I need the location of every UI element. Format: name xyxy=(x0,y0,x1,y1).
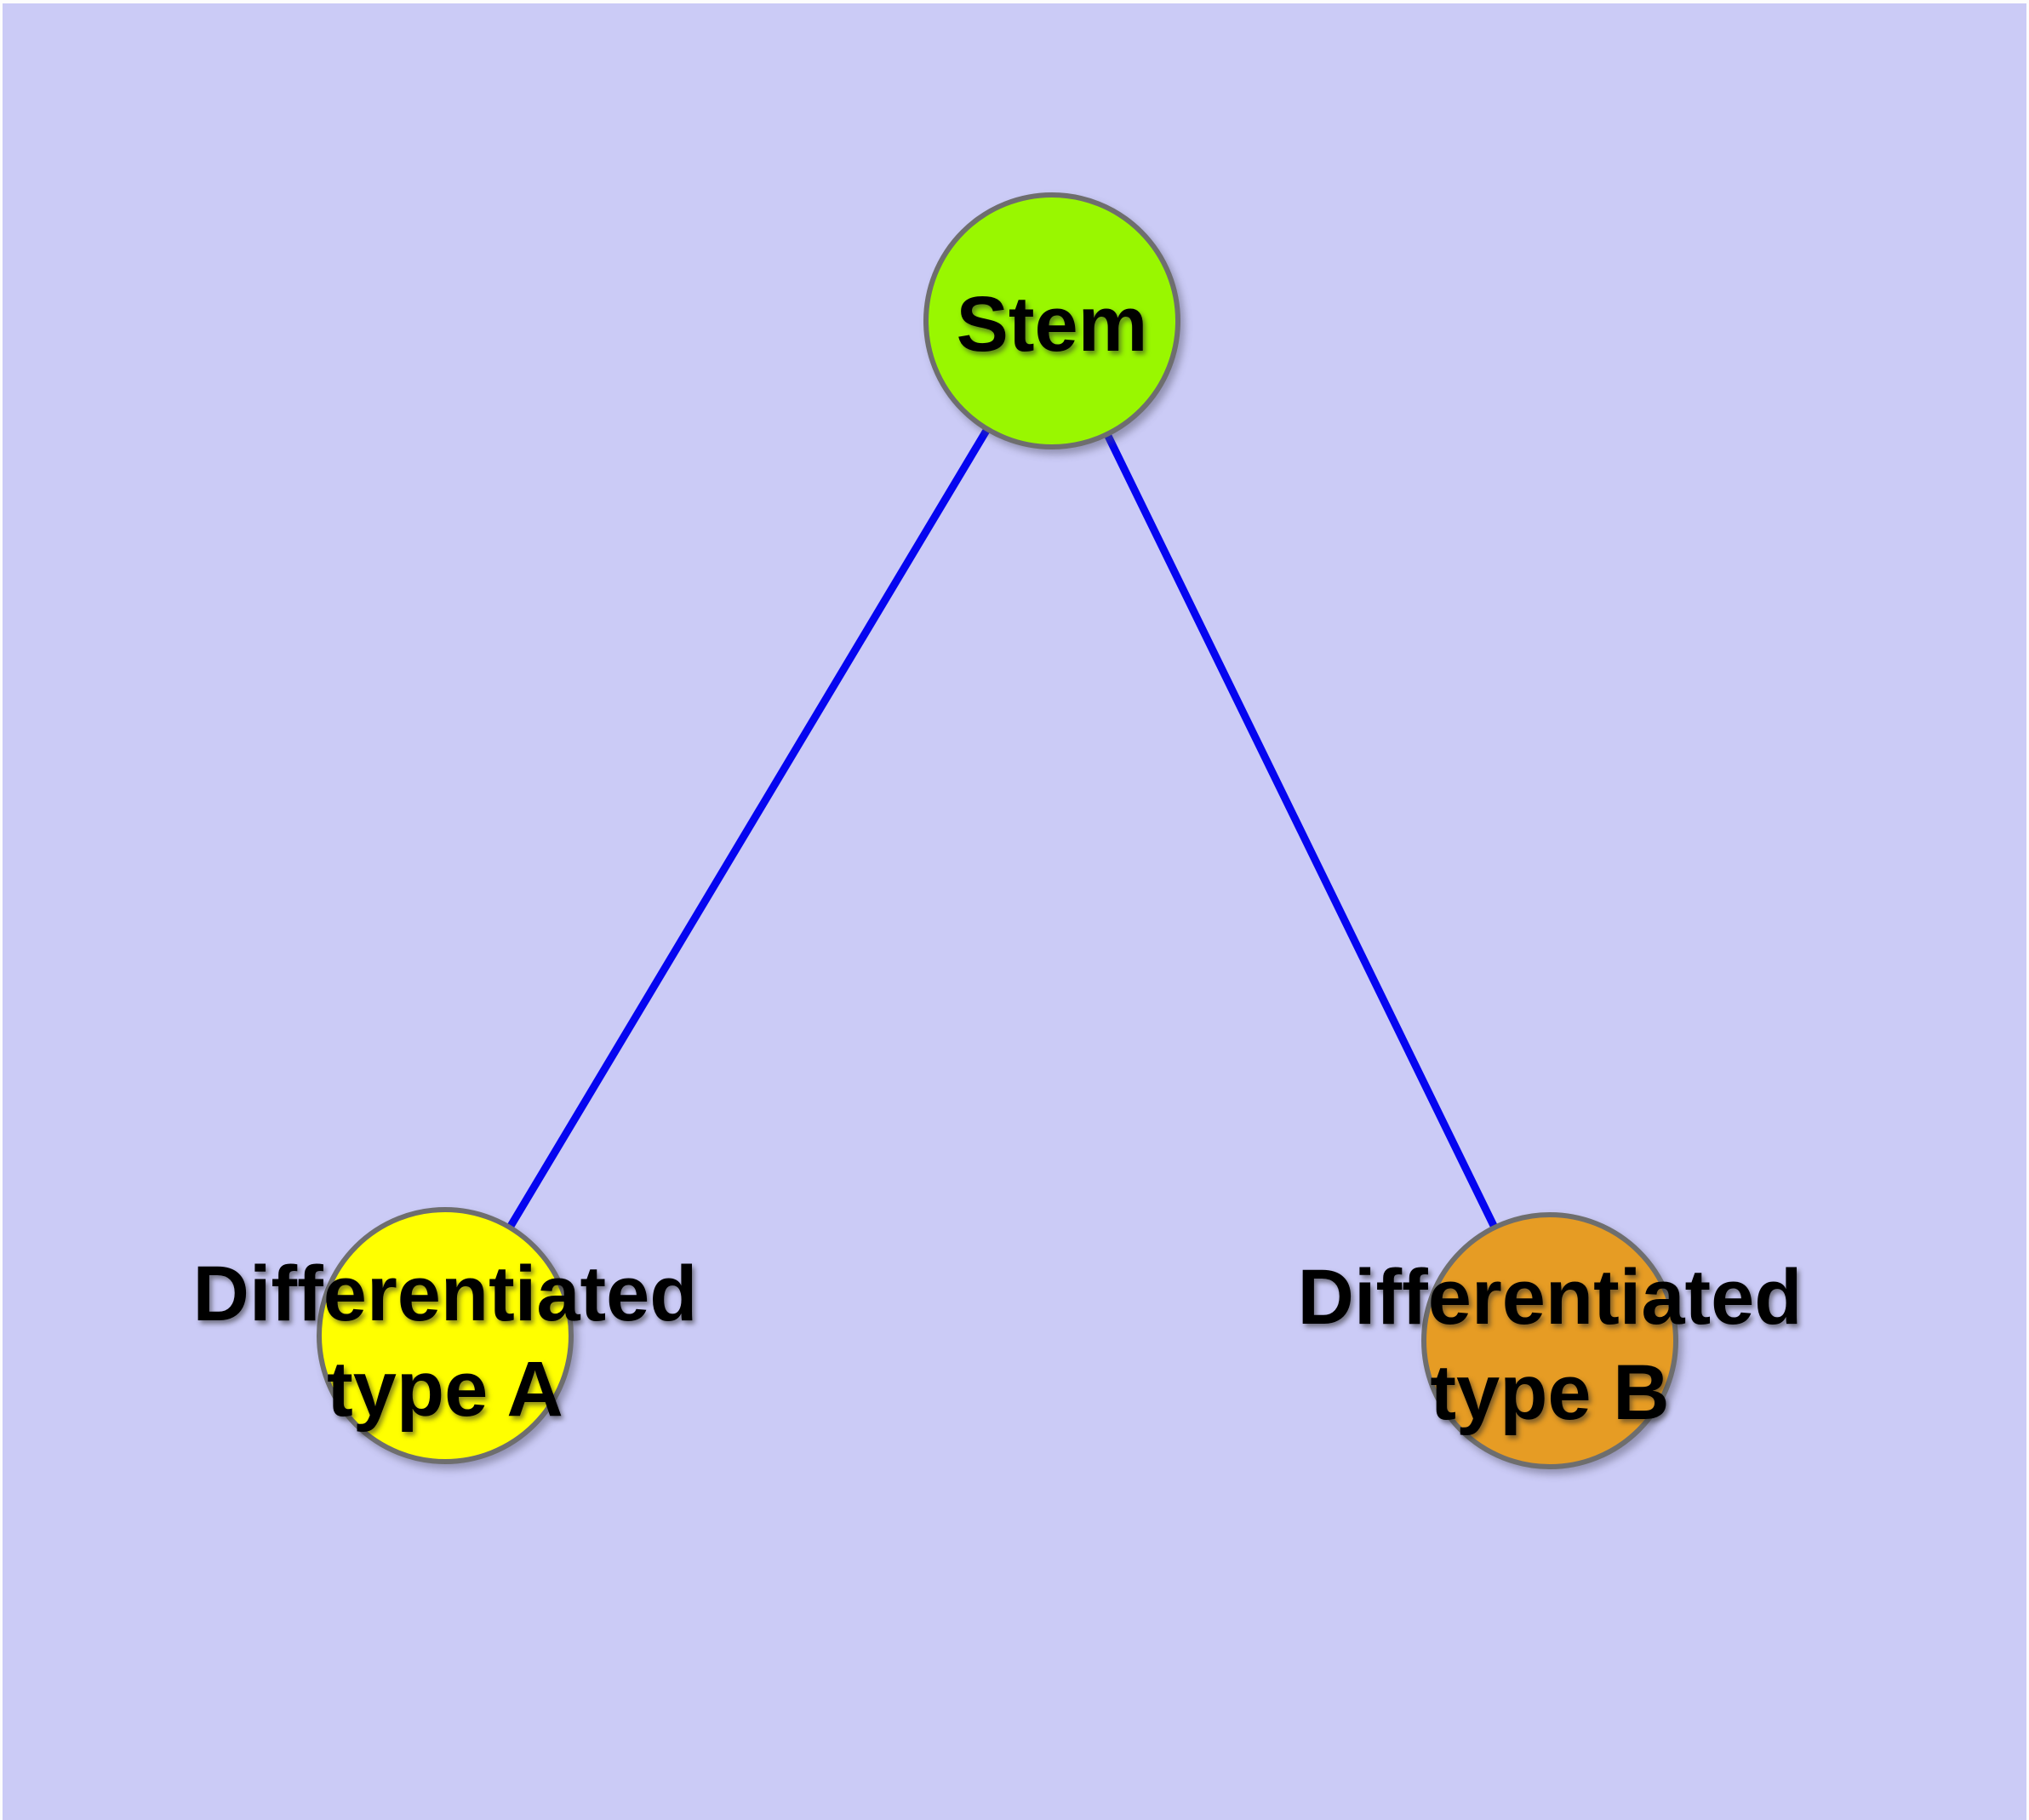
node-differentiated-type-b xyxy=(1421,1212,1678,1469)
node-differentiated-type-a-label: Differentiated type A xyxy=(193,1246,698,1437)
edge-stem-to-type-a xyxy=(442,318,1055,1338)
edge-stem-to-type-b xyxy=(1048,319,1554,1342)
node-differentiated-type-b-label: Differentiated type B xyxy=(1298,1250,1803,1440)
node-type-b-label-line-2: type B xyxy=(1430,1349,1670,1436)
edges-layer xyxy=(442,318,1554,1342)
node-type-b-label-line-1: Differentiated xyxy=(1297,1254,1803,1341)
node-type-a-label-line-1: Differentiated xyxy=(192,1251,698,1337)
diagram-canvas: Stem Differentiated type A Differentiate… xyxy=(3,3,2026,1820)
node-differentiated-type-a xyxy=(317,1207,574,1464)
node-stem-label-text: Stem xyxy=(956,281,1148,368)
node-stem-label: Stem xyxy=(957,277,1148,372)
node-type-a-label-line-2: type A xyxy=(327,1346,563,1433)
node-stem xyxy=(923,192,1180,449)
